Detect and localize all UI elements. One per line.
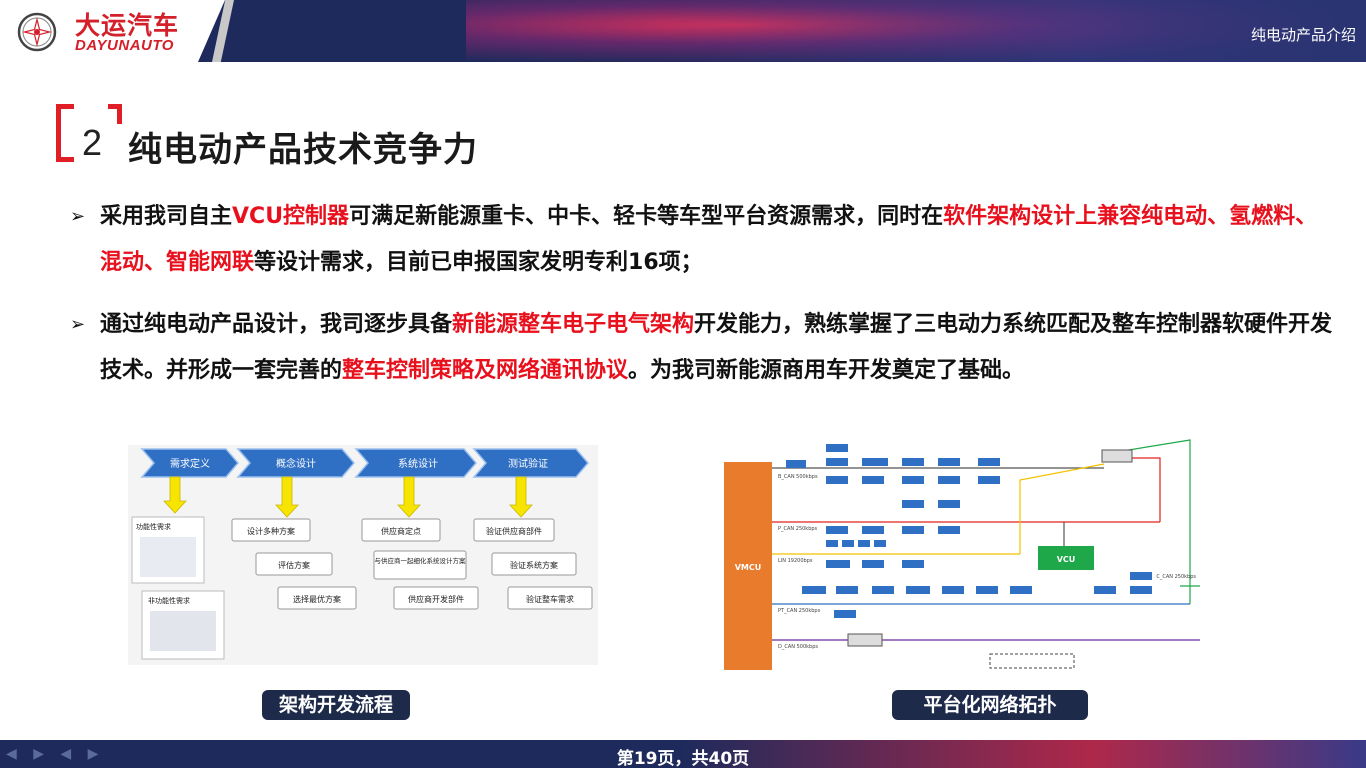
col1-item-1: 功能性需求 [136, 522, 171, 531]
bullet-2: ➢ 通过纯电动产品设计，我司逐步具备新能源整车电子电气架构开发能力，熟练掌握了三… [70, 302, 1340, 440]
col4-item-3: 验证整车需求 [526, 594, 574, 604]
footer-glow [0, 740, 1366, 768]
presentation-title: 纯电动产品介绍 [1250, 26, 1356, 44]
footer-nav-arrows-icon[interactable]: ◀ ▶ ◀ ▶ [6, 746, 105, 762]
stage-label-4: 测试验证 [508, 457, 548, 470]
stage-label-3: 系统设计 [398, 457, 438, 470]
architecture-process-diagram: 需求定义 概念设计 系统设计 测试验证 功能性需求 非功能性需求 设计多种方案 … [128, 445, 598, 665]
stage-chevrons [140, 448, 589, 478]
logo-text-en: DAYUNAUTO [75, 37, 174, 54]
stage-label-1: 需求定义 [170, 457, 210, 470]
col2-item-3: 选择最优方案 [293, 594, 341, 604]
dayun-emblem-icon [17, 12, 57, 52]
header-bar: 大运汽车 DAYUNAUTO 纯电动产品介绍 [0, 0, 1366, 62]
footer-bar: ◀ ▶ ◀ ▶ 第19页，共40页 [0, 740, 1366, 768]
bullet-1: ➢ 采用我司自主VCU控制器可满足新能源重卡、中卡、轻卡等车型平台资源需求，同时… [70, 194, 1340, 286]
col3-item-2: 与供应商一起细化系统设计方案 [375, 556, 467, 565]
caption-architecture-process: 架构开发流程 [262, 690, 410, 720]
header-glow-overlay [666, 0, 1366, 62]
section-number: 2 [82, 122, 103, 163]
vcu-label: VCU [1057, 555, 1076, 564]
bullet-arrow-icon: ➢ [70, 206, 86, 227]
bus-label-lin: LIN 19200bps [778, 558, 813, 564]
col3-item-3: 供应商开发部件 [408, 594, 464, 604]
page-number: 第19页，共40页 [616, 749, 750, 768]
logo-text-cn: 大运汽车 [75, 11, 180, 40]
bus-label-c-can: C_CAN 250kbps [1156, 574, 1196, 580]
bus-label-b-can: B_CAN 500kbps [778, 474, 818, 480]
bullet-2-text: 通过纯电动产品设计，我司逐步具备新能源整车电子电气架构开发能力，熟练掌握了三电动… [100, 312, 1333, 383]
section-bracket-icon [56, 104, 122, 162]
col4-item-2: 验证系统方案 [510, 560, 558, 570]
vmcu-label: VMCU [735, 563, 762, 572]
bullet-arrow-icon: ➢ [70, 314, 86, 335]
col2-item-2: 评估方案 [278, 560, 310, 570]
stage-label-2: 概念设计 [276, 457, 316, 470]
bus-label-d-can: D_CAN 500kbps [778, 644, 818, 650]
col2-item-1: 设计多种方案 [247, 526, 295, 536]
caption-network-topology: 平台化网络拓扑 [892, 690, 1088, 720]
col1-item-2: 非功能性需求 [148, 596, 190, 605]
col4-item-1: 验证供应商部件 [486, 526, 542, 536]
bullet-1-text: 采用我司自主VCU控制器可满足新能源重卡、中卡、轻卡等车型平台资源需求，同时在软… [100, 204, 1318, 275]
bus-label-p-can: P_CAN 250kbps [778, 526, 818, 532]
section-title: 纯电动产品技术竞争力 [128, 130, 478, 170]
network-topology-diagram: VMCU B_CAN 500kbps P_CAN 250kbps LIN 192… [720, 436, 1200, 676]
bus-label-pt-can: PT_CAN 250kbps [778, 608, 821, 614]
col3-item-1: 供应商定点 [381, 526, 421, 536]
